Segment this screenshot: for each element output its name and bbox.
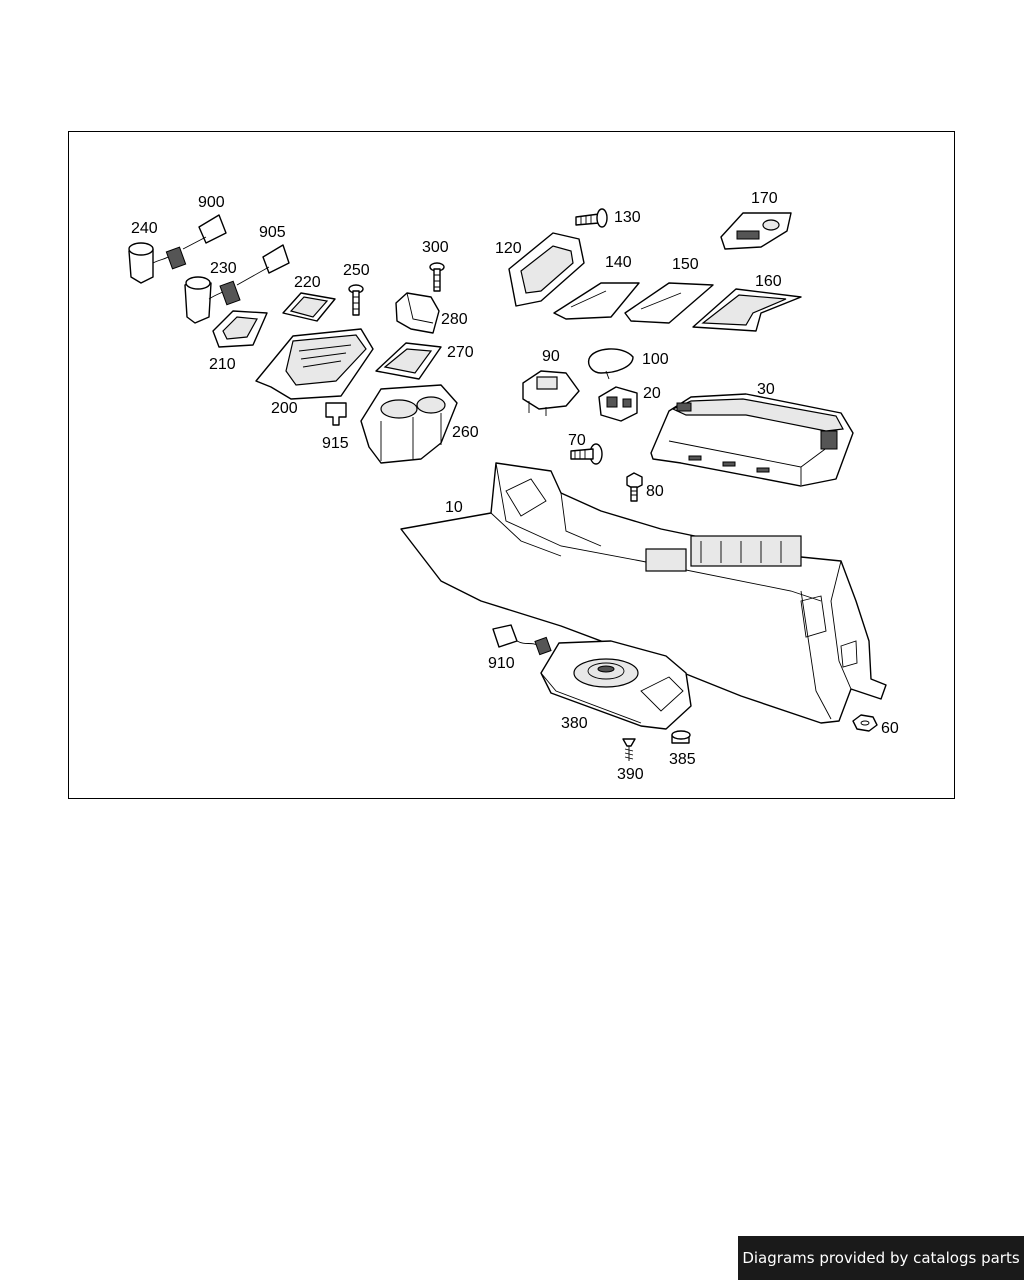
part-250-screw[interactable] bbox=[348, 284, 364, 316]
callout-130: 130 bbox=[614, 209, 641, 226]
callout-905: 905 bbox=[259, 224, 286, 241]
part-130-screw[interactable] bbox=[575, 208, 608, 228]
exploded-parts-diagram: 10 20 30 60 70 80 90 100 120 130 140 150… bbox=[128, 190, 899, 783]
part-260-cupholder[interactable] bbox=[360, 384, 458, 464]
part-300-screw[interactable] bbox=[429, 262, 445, 292]
callout-250: 250 bbox=[343, 262, 370, 279]
callout-120: 120 bbox=[495, 240, 522, 257]
part-220-mat[interactable] bbox=[282, 292, 336, 322]
part-910-wire-connector[interactable] bbox=[492, 624, 552, 656]
callout-300: 300 bbox=[422, 239, 449, 256]
part-280-bracket[interactable] bbox=[395, 292, 440, 334]
callout-170: 170 bbox=[751, 190, 778, 207]
callout-390: 390 bbox=[617, 766, 644, 783]
part-385-nut[interactable] bbox=[671, 730, 691, 744]
callout-220: 220 bbox=[294, 274, 321, 291]
callout-270: 270 bbox=[447, 344, 474, 361]
part-380-tray-module[interactable] bbox=[540, 640, 692, 730]
part-30-armrest[interactable] bbox=[650, 393, 854, 487]
part-905-label-tag[interactable] bbox=[236, 244, 290, 286]
callout-915: 915 bbox=[322, 435, 349, 452]
part-915-label-tag[interactable] bbox=[325, 402, 347, 426]
callout-10: 10 bbox=[445, 499, 463, 516]
part-230-socket[interactable] bbox=[184, 276, 241, 324]
part-100-knob-cap[interactable] bbox=[587, 348, 634, 380]
part-270-mat[interactable] bbox=[375, 342, 442, 380]
part-70-screw[interactable] bbox=[570, 443, 603, 465]
callout-80: 80 bbox=[646, 483, 664, 500]
callout-70: 70 bbox=[568, 432, 586, 449]
callout-210: 210 bbox=[209, 356, 236, 373]
callout-160: 160 bbox=[755, 273, 782, 290]
callout-280: 280 bbox=[441, 311, 468, 328]
callout-30: 30 bbox=[757, 381, 775, 398]
callout-140: 140 bbox=[605, 254, 632, 271]
callout-60: 60 bbox=[881, 720, 899, 737]
part-240-socket[interactable] bbox=[128, 242, 187, 284]
callout-230: 230 bbox=[210, 260, 237, 277]
callout-20: 20 bbox=[643, 385, 661, 402]
part-170-switch-panel[interactable] bbox=[720, 212, 792, 250]
part-160-trim-panel[interactable] bbox=[692, 288, 802, 332]
callout-90: 90 bbox=[542, 348, 560, 365]
part-60-nut[interactable] bbox=[852, 714, 878, 732]
callout-385: 385 bbox=[669, 751, 696, 768]
part-80-bolt[interactable] bbox=[626, 472, 643, 502]
parts-diagram-frame: 10 20 30 60 70 80 90 100 120 130 140 150… bbox=[68, 131, 955, 799]
part-10-console-body[interactable] bbox=[400, 462, 887, 724]
part-390-screw[interactable] bbox=[622, 738, 636, 761]
callout-380: 380 bbox=[561, 715, 588, 732]
credit-banner: Diagrams provided by catalogs parts bbox=[738, 1236, 1024, 1280]
callout-150: 150 bbox=[672, 256, 699, 273]
part-90-switch-bracket[interactable] bbox=[522, 370, 580, 416]
callout-900: 900 bbox=[198, 194, 225, 211]
part-140-trim-panel[interactable] bbox=[553, 282, 640, 320]
part-210-tray[interactable] bbox=[212, 310, 268, 348]
part-20-switch[interactable] bbox=[598, 386, 638, 422]
part-200-storage-unit[interactable] bbox=[255, 328, 374, 400]
part-150-trim-panel[interactable] bbox=[624, 282, 714, 324]
callout-240: 240 bbox=[131, 220, 158, 237]
callout-260: 260 bbox=[452, 424, 479, 441]
callout-200: 200 bbox=[271, 400, 298, 417]
part-900-label-tag[interactable] bbox=[182, 214, 227, 250]
part-120-trim-frame[interactable] bbox=[508, 232, 585, 307]
callout-910: 910 bbox=[488, 655, 515, 672]
callout-100: 100 bbox=[642, 351, 669, 368]
